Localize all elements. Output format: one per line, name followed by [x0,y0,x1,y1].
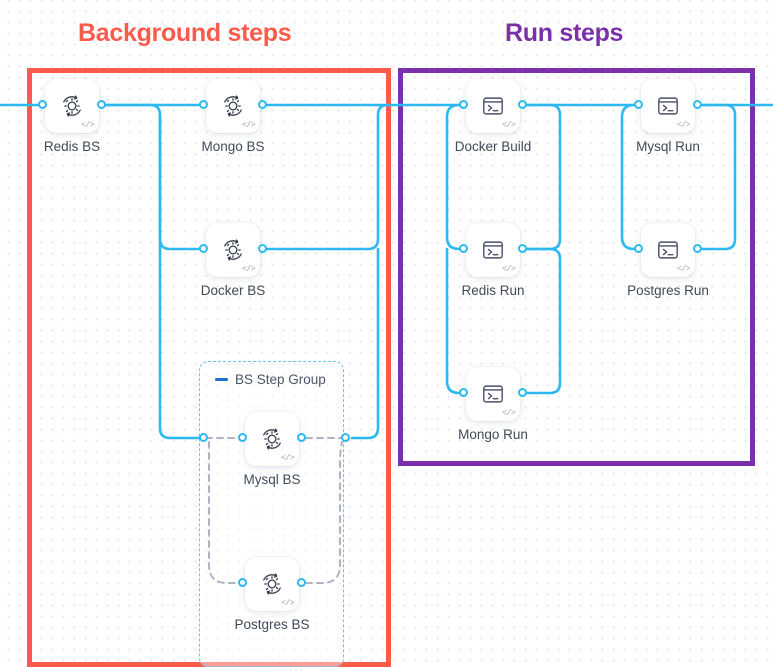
node-label-redis-bs: Redis BS [43,139,101,154]
node-card-mysql-run[interactable]: </> [641,79,695,133]
handle-in-mysql-bs[interactable] [238,433,247,442]
group-title-background-steps: Background steps [78,19,292,47]
handle-out-redis-run[interactable] [518,244,527,253]
node-label-postgres-bs: Postgres BS [234,617,310,632]
run-step-icon [483,385,503,403]
handle-in-docker-bs[interactable] [199,244,208,253]
node-card-mysql-bs[interactable]: </> [245,412,299,466]
node-label-docker-build: Docker Build [454,139,532,154]
node-card-redis-run[interactable]: </> [466,223,520,277]
edge-group-in-postgres-bs [208,441,239,584]
node-card-postgres-bs[interactable]: </> [245,557,299,611]
edge-redis-bs-docker-bs [104,103,201,251]
node-card-redis-bs[interactable]: </> [45,79,99,133]
node-redis-run[interactable]: </> Redis Run [459,223,527,298]
background-step-icon [63,95,81,117]
node-card-postgres-run[interactable]: </> [641,223,695,277]
node-card-docker-build[interactable]: </> [466,79,520,133]
handle-in-mysql-run[interactable] [634,100,643,109]
node-postgres-bs[interactable]: </> Postgres BS [234,557,310,632]
code-icon[interactable]: </> [677,121,690,130]
edge-mysql-run-postgres-run [700,103,737,251]
run-step-icon [483,97,503,115]
group-box-run-steps [398,68,755,466]
handle-out-postgres-run[interactable] [693,244,702,253]
node-label-mysql-run: Mysql Run [636,139,700,154]
handle-out-redis-bs[interactable] [97,100,106,109]
node-mongo-run[interactable]: </> Mongo Run [458,367,528,442]
node-label-mongo-run: Mongo Run [458,427,528,442]
code-icon[interactable]: </> [281,599,294,608]
edge-docker-build-mongo-run [445,247,461,395]
code-icon[interactable]: </> [281,454,294,463]
node-docker-build[interactable]: </> Docker Build [455,79,531,154]
handle-in-mongo-bs[interactable] [199,100,208,109]
background-step-icon [224,95,242,117]
background-step-icon [263,428,281,450]
group-box-background-steps [27,68,391,667]
minus-icon[interactable] [215,378,228,381]
node-label-postgres-run: Postgres Run [627,283,709,298]
handle-out-mongo-bs[interactable] [258,100,267,109]
handle-out-docker-build[interactable] [518,100,527,109]
handle-bs-step-group-in[interactable] [199,433,208,442]
edge-docker-build-redis-run-rail [525,103,562,251]
node-label-mongo-bs: Mongo BS [201,139,265,154]
run-step-icon [658,241,678,259]
handle-out-mongo-run[interactable] [518,388,527,397]
node-card-mongo-run[interactable]: </> [466,367,520,421]
node-postgres-run[interactable]: </> Postgres Run [627,223,709,298]
handle-in-redis-run[interactable] [459,244,468,253]
edge-postgres-bs-group-out [305,441,343,584]
node-label-docker-bs: Docker BS [200,283,266,298]
background-step-icon [263,573,281,595]
edge-redis-bs-bs-step-group [158,113,201,440]
code-icon[interactable]: </> [502,409,515,418]
handle-out-postgres-bs[interactable] [297,578,306,587]
node-label-mysql-bs: Mysql BS [243,472,301,487]
handle-out-docker-bs[interactable] [258,244,267,253]
code-icon[interactable]: </> [81,121,94,130]
code-icon[interactable]: </> [242,121,255,130]
code-icon[interactable]: </> [242,265,255,274]
edge-mysql-run-postgres-run-in [620,103,636,251]
run-step-icon [658,97,678,115]
bs-step-group-label: BS Step Group [235,372,326,387]
code-icon[interactable]: </> [677,265,690,274]
node-card-docker-bs[interactable]: </> [206,223,260,277]
handle-bs-step-group-out[interactable] [341,433,350,442]
code-icon[interactable]: </> [502,121,515,130]
run-step-icon [483,241,503,259]
node-mysql-run[interactable]: </> Mysql Run [634,79,702,154]
group-title-run-steps: Run steps [505,19,624,47]
handle-out-mysql-bs[interactable] [297,433,306,442]
edge-bs-step-group-right-rail [350,247,380,440]
node-mongo-bs[interactable]: </> Mongo BS [199,79,267,154]
edge-docker-bs-right-rail [265,103,390,251]
handle-out-mysql-run[interactable] [693,100,702,109]
handle-in-docker-build[interactable] [459,100,468,109]
edge-docker-build-redis-run [445,103,461,251]
handle-in-postgres-bs[interactable] [238,578,247,587]
node-redis-bs[interactable]: </> Redis BS [38,79,106,154]
handle-in-mongo-run[interactable] [459,388,468,397]
node-label-redis-run: Redis Run [461,283,525,298]
edge-redis-run-mongo-run [525,247,562,395]
node-mysql-bs[interactable]: </> Mysql BS [238,412,306,487]
code-icon[interactable]: </> [502,265,515,274]
background-step-icon [224,239,242,261]
node-card-mongo-bs[interactable]: </> [206,79,260,133]
node-docker-bs[interactable]: </> Docker BS [199,223,267,298]
bs-step-group-header[interactable]: BS Step Group [215,372,326,387]
handle-in-postgres-run[interactable] [634,244,643,253]
handle-in-redis-bs[interactable] [38,100,47,109]
